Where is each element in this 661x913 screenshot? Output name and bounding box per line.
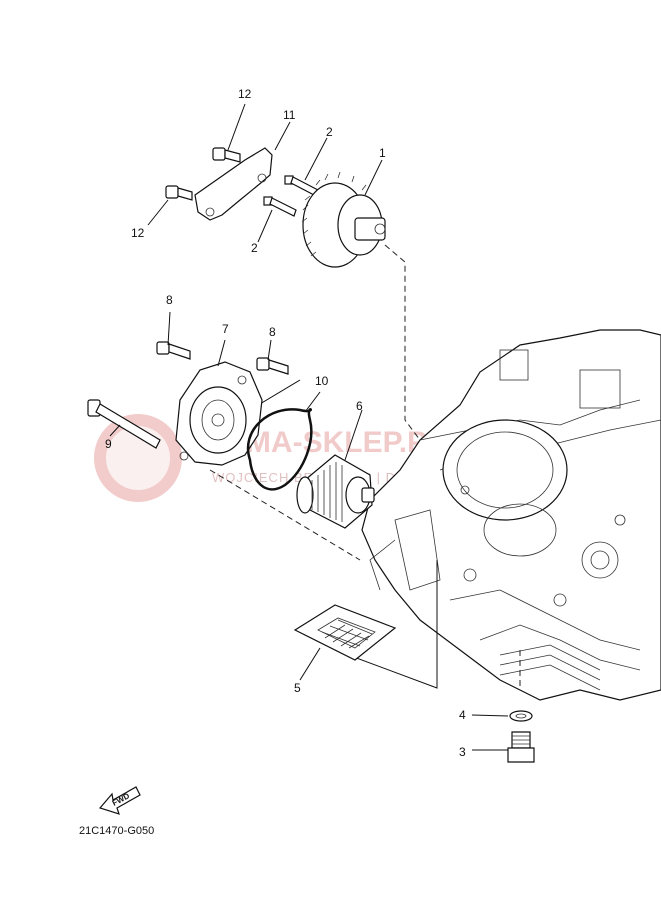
part-8-bolt-left: [156, 341, 191, 360]
callout-8-right: 8: [269, 325, 276, 339]
callout-9: 9: [105, 437, 112, 451]
callout-8-left: 8: [166, 293, 173, 307]
callout-3: 3: [459, 745, 466, 759]
watermark: YAMA-SKLEP.PL WOJCIECH BRZOSTEK | DEALER…: [94, 414, 507, 502]
part-6-oil-filter: [296, 454, 375, 529]
callout-4: 4: [459, 708, 466, 722]
callout-7: 7: [222, 322, 229, 336]
part-12-bolt-upper: [212, 147, 241, 163]
callout-5: 5: [294, 681, 301, 695]
callout-12-upper: 12: [238, 87, 252, 101]
part-3-drain-bolt: [507, 731, 535, 763]
crankcase: [361, 329, 661, 701]
callout-2-lower: 2: [251, 241, 258, 255]
callout-2-upper: 2: [326, 125, 333, 139]
callout-11: 11: [283, 108, 296, 122]
leader-lines: [109, 103, 509, 751]
part-4-washer: [509, 710, 533, 722]
diagram-code: 21C1470-G050: [79, 825, 154, 837]
fwd-arrow: FWD: [98, 786, 141, 815]
part-10-o-ring: [246, 408, 313, 491]
callout-1: 1: [379, 146, 386, 160]
part-9-long-bolt: [87, 399, 161, 449]
callouts: 12 11 2 1 12 2 8 7 8 10 6 9 5 4 3: [105, 87, 466, 759]
part-11-plate: [194, 147, 273, 221]
part-12-bolt-lower: [165, 185, 193, 201]
part-7-filter-cover: [175, 361, 263, 466]
part-8-bolt-right: [256, 357, 289, 375]
part-2-screw-upper: [284, 175, 319, 197]
part-5-strainer: [293, 604, 397, 661]
part-2-screw-lower: [263, 196, 297, 217]
callout-12-lower: 12: [131, 226, 145, 240]
callout-6: 6: [356, 399, 363, 413]
part-1-oil-pump: [301, 171, 386, 268]
callout-10: 10: [315, 374, 329, 388]
